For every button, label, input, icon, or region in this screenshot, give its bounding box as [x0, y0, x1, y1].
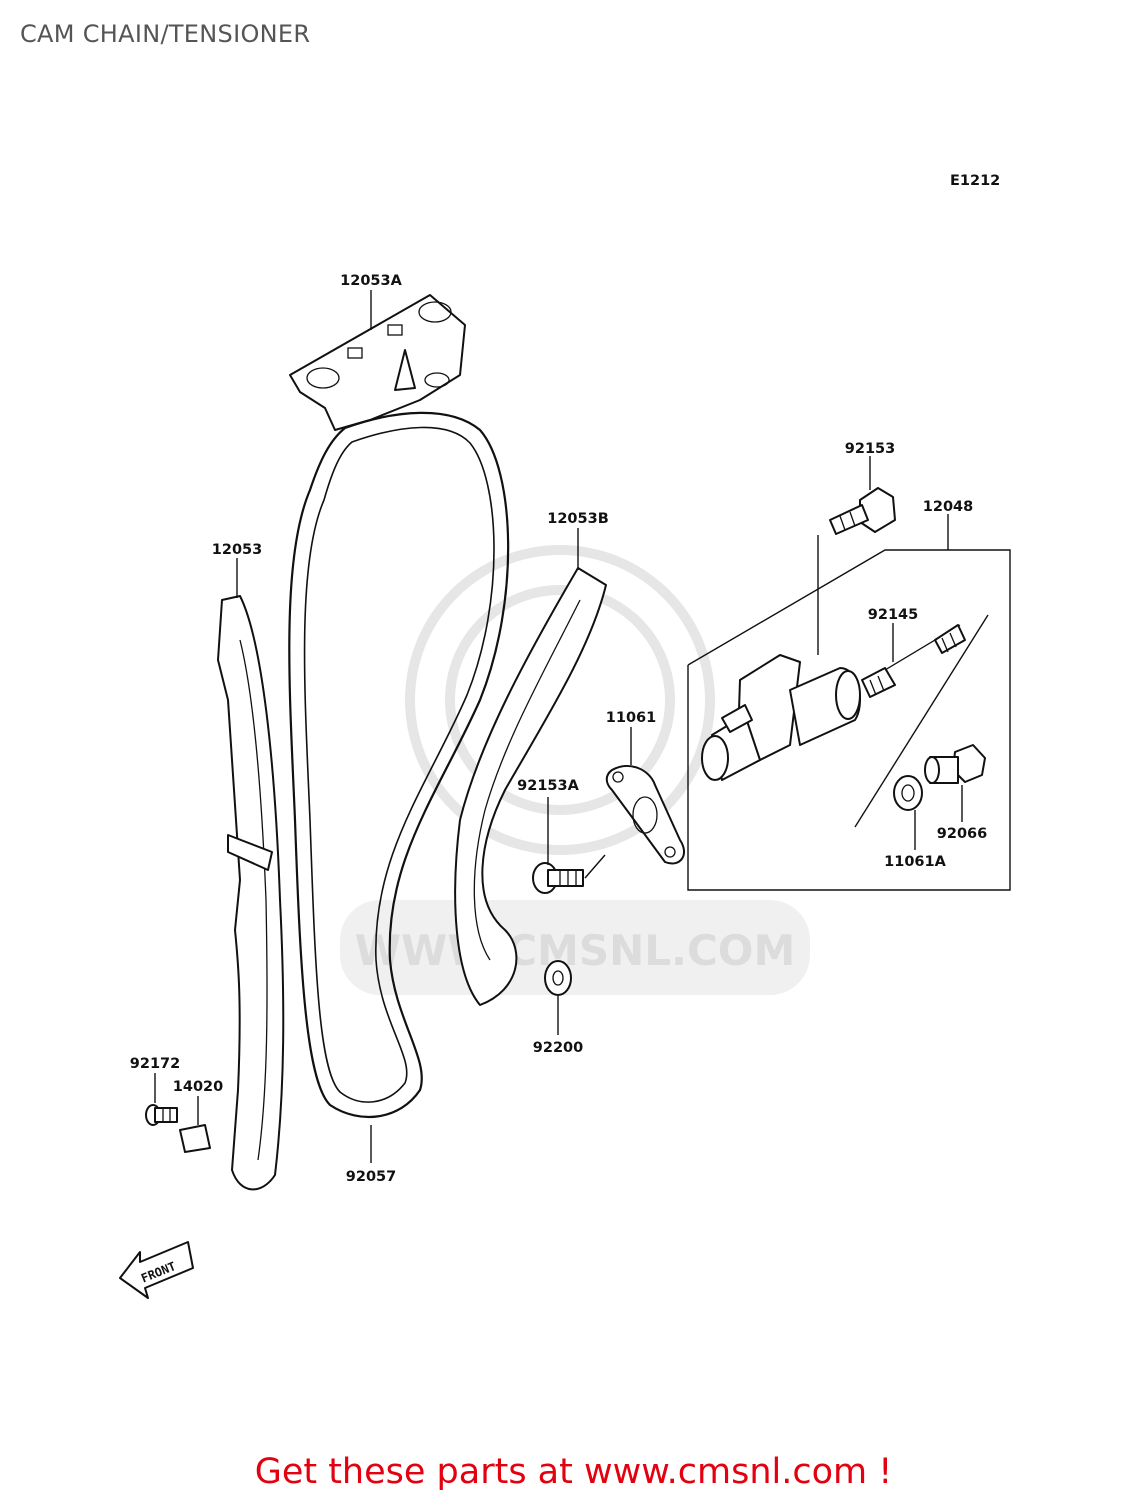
- tensioner-assy-frame-12048: [687, 514, 1011, 891]
- label-92153[interactable]: 92153: [845, 441, 895, 457]
- label-14020[interactable]: 14020: [173, 1079, 223, 1095]
- cam-chain-92057[interactable]: [288, 411, 510, 1119]
- tensioner-body[interactable]: [701, 654, 861, 781]
- gasket-11061[interactable]: [605, 765, 685, 865]
- label-12053B[interactable]: 12053B: [547, 511, 609, 527]
- label-92057[interactable]: 92057: [346, 1169, 396, 1185]
- parts-diagram: WWW.CMSNL.COM E1212 12053A 92057 12053 1…: [119, 173, 1011, 1299]
- label-92172[interactable]: 92172: [130, 1056, 180, 1072]
- label-12053[interactable]: 12053: [212, 542, 262, 558]
- label-92153A[interactable]: 92153A: [517, 778, 579, 794]
- bracket-12053A[interactable]: [289, 294, 466, 431]
- tensioner-guide-12053B[interactable]: [454, 567, 607, 1006]
- plug-92066[interactable]: [924, 744, 986, 784]
- washer-11061A[interactable]: [893, 775, 923, 811]
- label-92066[interactable]: 92066: [937, 826, 987, 842]
- page-title: CAM CHAIN/TENSIONER: [20, 20, 311, 48]
- label-11061[interactable]: 11061: [606, 710, 656, 726]
- label-92200[interactable]: 92200: [533, 1040, 583, 1056]
- bolt-92153A[interactable]: [532, 854, 606, 894]
- bolt-92153[interactable]: [829, 487, 896, 535]
- label-11061A[interactable]: 11061A: [884, 854, 946, 870]
- label-12053A[interactable]: 12053A: [340, 273, 402, 289]
- diagram-code: E1212: [950, 173, 1000, 189]
- chain-guide-12053[interactable]: [217, 595, 285, 1191]
- label-92145[interactable]: 92145: [868, 607, 918, 623]
- spring-92145[interactable]: [861, 624, 966, 698]
- bolt-92172[interactable]: [145, 1104, 178, 1126]
- collar-14020[interactable]: [179, 1124, 211, 1153]
- washer-92200[interactable]: [544, 960, 572, 996]
- front-direction-marker: FRONT: [119, 1241, 194, 1299]
- label-12048[interactable]: 12048: [923, 499, 973, 515]
- watermark-text: WWW.CMSNL.COM: [355, 926, 796, 975]
- promo-link[interactable]: Get these parts at www.cmsnl.com !: [254, 1452, 893, 1492]
